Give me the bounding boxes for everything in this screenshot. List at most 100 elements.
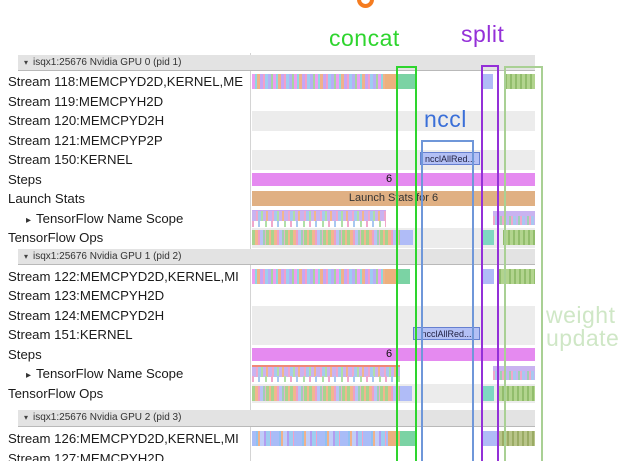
track-timeline-stream151[interactable]: ncclAllRed... <box>252 325 535 345</box>
trace-event-split[interactable] <box>483 74 493 89</box>
track-timeline-stream150[interactable]: ncclAllRed... <box>252 150 535 170</box>
trace-event[interactable] <box>385 74 398 89</box>
track-timeline-launch-stats[interactable]: Launch Stats for 6 <box>252 189 535 209</box>
track-label-stream150: Stream 150:KERNEL <box>8 152 133 167</box>
trace-event[interactable] <box>388 431 400 446</box>
trace-event[interactable] <box>400 385 412 401</box>
step-number: 6 <box>385 347 393 360</box>
track-row-tf-ops-gpu1: TensorFlow Ops <box>0 383 622 403</box>
track-timeline-steps-gpu1[interactable]: 6 <box>252 345 535 365</box>
gpu1-header-label: isqx1:25676 Nvidia GPU 1 (pid 2) <box>33 251 182 262</box>
weight-update-line2: update <box>546 325 620 351</box>
collapse-arrow-icon[interactable]: ▾ <box>24 58 29 67</box>
weight-update-annotation-label: weight update <box>546 304 619 350</box>
track-row-stream124: Stream 124:MEMCPYD2H <box>0 305 622 325</box>
trace-events-weight-update[interactable] <box>503 230 535 245</box>
track-timeline-stream126[interactable] <box>252 429 535 449</box>
track-label-name-scope-gpu1: ▸TensorFlow Name Scope <box>26 364 248 384</box>
gpu1-process-header[interactable]: ▾ isqx1:25676 Nvidia GPU 1 (pid 2) <box>18 249 535 265</box>
trace-events-weight-update[interactable] <box>497 385 535 401</box>
trace-events-dense[interactable] <box>252 385 400 401</box>
trace-events-weight-update[interactable] <box>497 431 535 446</box>
collapse-arrow-icon[interactable]: ▾ <box>24 252 29 261</box>
trace-events-dense[interactable] <box>252 230 400 245</box>
collapse-arrow-icon[interactable]: ▾ <box>24 413 29 422</box>
trace-event-concat[interactable] <box>398 74 415 89</box>
track-label-tf-ops-gpu1: TensorFlow Ops <box>8 385 104 401</box>
track-row-steps-gpu0: Steps 6 <box>0 170 622 190</box>
track-timeline-stream122[interactable] <box>252 267 535 287</box>
trace-events-weight-update[interactable] <box>505 74 535 89</box>
step-number: 6 <box>385 172 393 185</box>
track-row-stream151: Stream 151:KERNEL ncclAllRed... <box>0 325 622 345</box>
trace-event-split[interactable] <box>483 431 497 446</box>
trace-event[interactable] <box>385 268 398 284</box>
track-timeline-stream127[interactable] <box>252 449 535 461</box>
split-annotation-label: split <box>461 21 505 47</box>
track-timeline-stream121[interactable] <box>252 131 535 151</box>
name-scope-events[interactable] <box>252 209 386 221</box>
track-row-stream123: Stream 123:MEMCPYH2D <box>0 286 622 306</box>
name-scope-events-right[interactable] <box>493 210 535 225</box>
trace-event[interactable] <box>400 230 413 245</box>
concat-annotation-label: concat <box>329 25 400 51</box>
track-label-stream122: Stream 122:MEMCPYD2D,KERNEL,MI <box>8 268 239 284</box>
name-scope-subevents[interactable] <box>252 220 386 227</box>
track-label-stream119: Stream 119:MEMCPYH2D <box>8 93 164 109</box>
track-row-stream120: Stream 120:MEMCPYD2H <box>0 111 622 131</box>
trace-events-dense[interactable] <box>252 431 388 446</box>
track-row-stream119: Stream 119:MEMCPYH2D <box>0 92 622 112</box>
track-row-stream118: Stream 118:MEMCPYD2D,KERNEL,ME <box>0 72 622 92</box>
trace-events-dense[interactable] <box>252 74 385 89</box>
clipped-orange-text-fragment <box>357 0 374 8</box>
trace-events-dense[interactable] <box>252 268 385 284</box>
track-timeline-name-scope-gpu0[interactable] <box>252 209 535 229</box>
track-label-stream123: Stream 123:MEMCPYH2D <box>8 288 165 303</box>
track-label-stream151: Stream 151:KERNEL <box>8 327 133 342</box>
track-timeline-tf-ops-gpu1[interactable] <box>252 383 535 403</box>
trace-event[interactable] <box>483 385 494 401</box>
step-bar[interactable]: 6 <box>252 347 535 361</box>
track-label-steps-gpu0: Steps <box>8 171 42 187</box>
track-label-stream127: Stream 127:MEMCPYH2D <box>8 450 165 461</box>
trace-event[interactable] <box>483 230 494 245</box>
step-bar[interactable]: 6 <box>252 172 535 186</box>
track-row-steps-gpu1: Steps 6 <box>0 345 622 365</box>
launch-stats-bar[interactable]: Launch Stats for 6 <box>252 191 535 206</box>
track-timeline-stream124[interactable] <box>252 305 535 325</box>
track-row-stream126: Stream 126:MEMCPYD2D,KERNEL,MI <box>0 429 622 449</box>
name-scope-events[interactable] <box>252 365 400 377</box>
track-label-stream124: Stream 124:MEMCPYD2H <box>8 307 165 323</box>
expand-arrow-icon[interactable]: ▸ <box>26 370 32 381</box>
track-row-stream150: Stream 150:KERNEL ncclAllRed... <box>0 150 622 170</box>
track-row-tf-ops-gpu0: TensorFlow Ops <box>0 228 622 248</box>
track-label-stream118: Stream 118:MEMCPYD2D,KERNEL,ME <box>8 74 243 89</box>
nccl-allreduce-event[interactable]: ncclAllRed... <box>413 327 480 340</box>
gpu0-process-header[interactable]: ▾ isqx1:25676 Nvidia GPU 0 (pid 1) <box>18 55 535 71</box>
track-timeline-stream119[interactable] <box>252 92 535 112</box>
gpu0-header-label: isqx1:25676 Nvidia GPU 0 (pid 1) <box>33 57 182 68</box>
track-row-name-scope-gpu1: ▸TensorFlow Name Scope <box>0 364 622 384</box>
track-label-steps-gpu1: Steps <box>8 346 42 362</box>
track-timeline-tf-ops-gpu0[interactable] <box>252 228 535 248</box>
track-timeline-steps-gpu0[interactable]: 6 <box>252 170 535 190</box>
track-row-stream122: Stream 122:MEMCPYD2D,KERNEL,MI <box>0 267 622 287</box>
track-timeline-stream123[interactable] <box>252 286 535 306</box>
name-scope-subevents[interactable] <box>252 376 400 382</box>
trace-event-concat[interactable] <box>398 268 410 284</box>
name-scope-events-right[interactable] <box>493 366 535 380</box>
nccl-allreduce-event[interactable]: ncclAllRed... <box>420 152 480 165</box>
track-label-launch-stats: Launch Stats <box>8 191 85 206</box>
trace-events-weight-update[interactable] <box>499 268 535 284</box>
track-timeline-stream118[interactable] <box>252 72 535 92</box>
gpu2-process-header[interactable]: ▾isqx1:25676 Nvidia GPU 2 (pid 3) <box>18 410 535 427</box>
track-label-stream121: Stream 121:MEMCPYP2P <box>8 132 163 148</box>
track-timeline-stream120[interactable] <box>252 111 535 131</box>
expand-arrow-icon[interactable]: ▸ <box>26 214 32 226</box>
track-row-stream121: Stream 121:MEMCPYP2P <box>0 131 622 151</box>
track-label-tf-ops-gpu0: TensorFlow Ops <box>8 230 104 245</box>
track-timeline-name-scope-gpu1[interactable] <box>252 364 535 384</box>
trace-event-split[interactable] <box>483 268 494 284</box>
trace-event-concat[interactable] <box>400 431 415 446</box>
